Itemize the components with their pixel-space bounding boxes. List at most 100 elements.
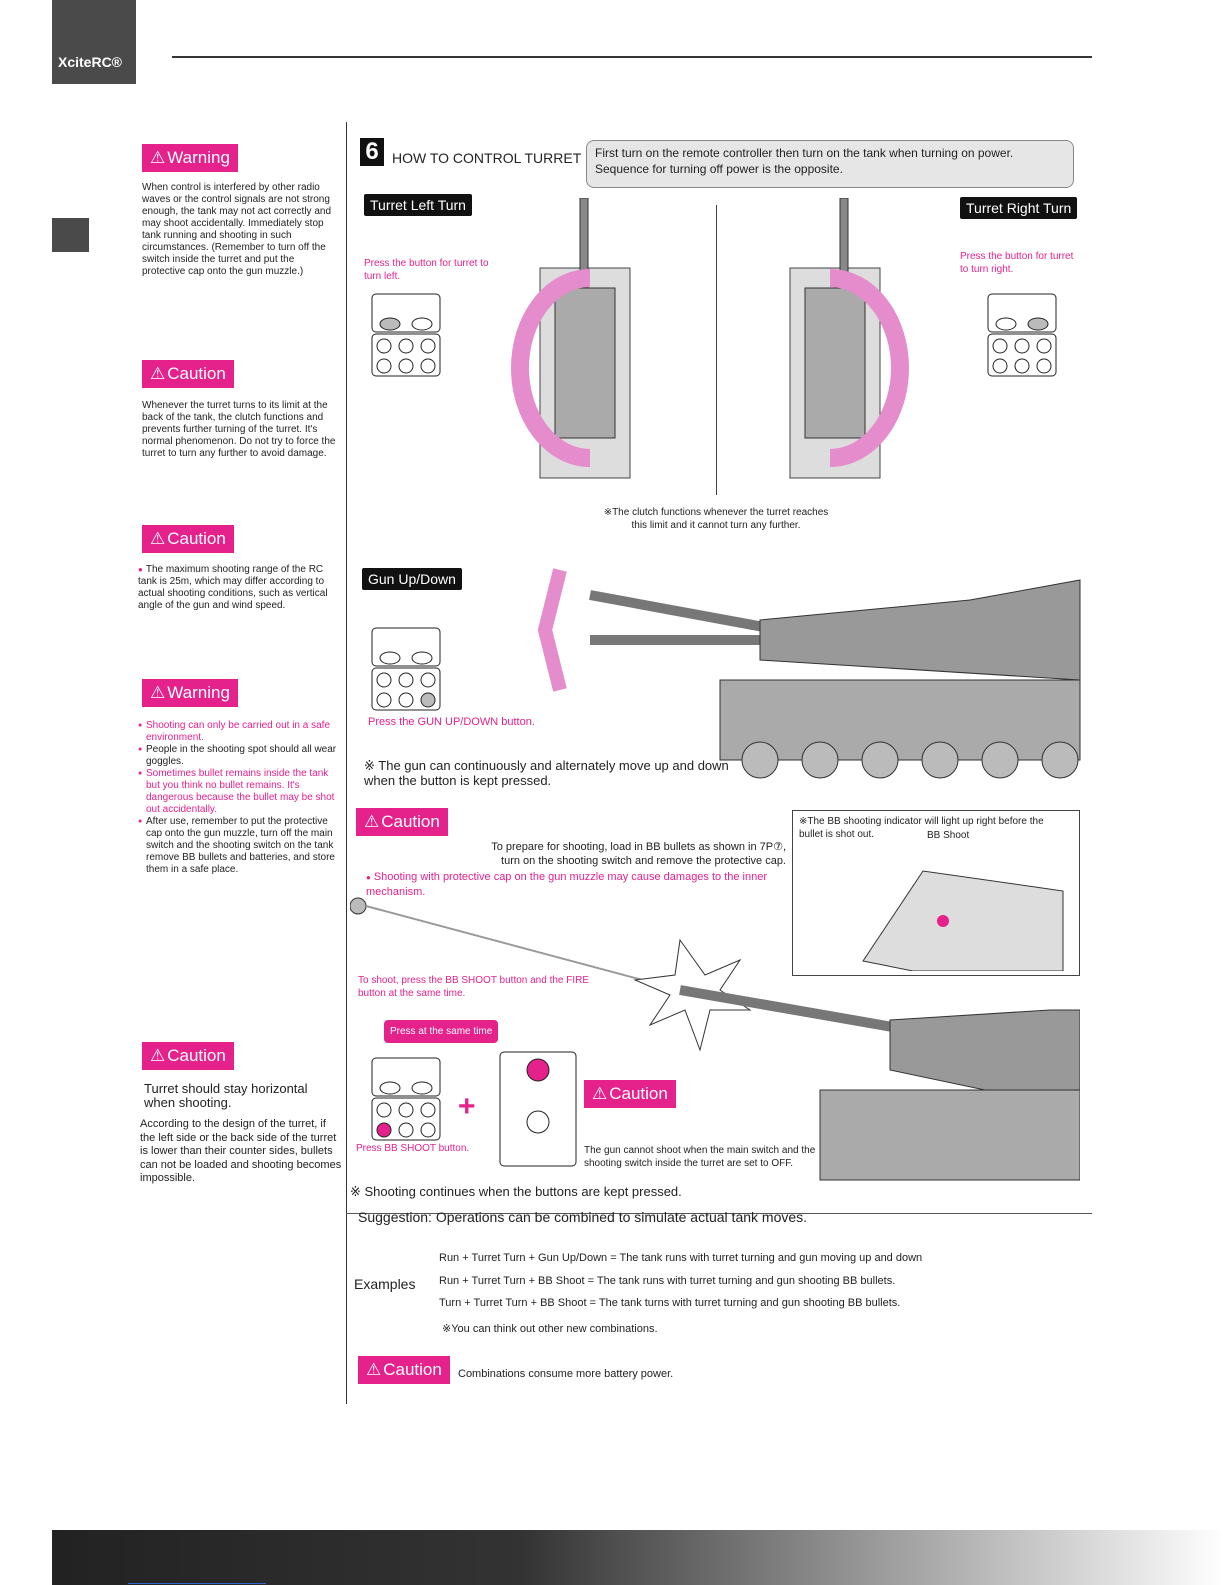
switch-off-note: The gun cannot shoot when the main switc… [584,1145,816,1169]
warning-triangle-icon: ⚠ [150,364,166,383]
examples-label: Examples [354,1276,416,1292]
example-item: Run + Turret Turn + Gun Up/Down = The ta… [439,1252,923,1264]
cap-warning: Shooting with protective cap on the gun … [366,870,788,899]
bb-shoot-button [376,1122,392,1138]
bullet-icon [138,564,146,575]
badge-label: Warning [167,683,230,702]
warning1-badge: ⚠Warning [142,144,238,172]
column-divider [346,122,347,1404]
badge-label: Caution [167,1046,226,1065]
footer-bar [52,1530,1225,1585]
turret-left-label: Turret Left Turn [364,194,472,216]
caution3-heading: Turret should stay horizontal when shoot… [144,1081,308,1110]
turret-side [759,579,1081,681]
warning-triangle-icon: ⚠ [150,1046,166,1065]
remote-buttons-gun [371,627,441,711]
gun-instruction: Press the GUN UP/DOWN button. [368,716,535,728]
turn-divider [716,205,717,495]
rotation-arrow [829,269,909,467]
bb-shoot-indicator-label: BB Shoot [927,830,970,841]
list-item: Sometimes bullet remains inside the tank… [138,768,340,816]
indicator-note: ※The BB shooting indicator will light up… [799,816,1044,840]
warning-triangle-icon: ⚠ [150,683,166,702]
fire-remote [499,1051,577,1167]
list-item: People in the shooting spot should all w… [138,744,340,768]
turret-closeup [862,870,1064,971]
shoot-caution-badge: ⚠Caution [356,808,448,836]
caution2-badge: ⚠Caution [142,525,234,553]
press-bb-label: Press BB SHOOT button. [356,1143,470,1154]
badge-label: Caution [381,812,440,831]
shooting-diagram [350,897,1080,1181]
gun-tank-side-diagram [537,568,1081,779]
cap-warning-text: Shooting with protective cap on the gun … [366,871,768,898]
rotation-arrow [511,269,591,467]
gun-raised [589,590,781,635]
same-time-label: Press at the same time [384,1020,499,1043]
warning2-badge: ⚠Warning [142,679,238,707]
gun-updown-button [420,692,436,708]
brand-name: XciteRC® [58,54,122,70]
shoot-caution2-badge: ⚠Caution [584,1080,676,1108]
warning2-list: Shooting can only be carried out in a sa… [138,720,340,876]
warning-triangle-icon: ⚠ [150,529,166,548]
badge-label: Caution [167,364,226,383]
remote-buttons-right [987,293,1057,377]
power-sequence-note: First turn on the remote controller then… [586,140,1074,188]
warning-triangle-icon: ⚠ [366,1360,382,1379]
shoot-prepare: To prepare for shooting, load in BB bull… [491,841,786,867]
caution2-text: The maximum shooting range of the RC tan… [138,564,338,612]
right-turn-button [1027,317,1049,331]
turret-right-instruction: Press the button for turret to turn righ… [960,251,1074,275]
side-tab [52,218,89,252]
bb-bullet-icon [350,897,367,915]
warning-triangle-icon: ⚠ [592,1084,608,1103]
right-turn-button [411,317,433,331]
gun-updown-label: Gun Up/Down [362,568,462,590]
remote-buttons-shoot [371,1057,441,1141]
step-number: 6 [360,138,384,166]
bullet-icon [366,871,374,883]
brand-logo: XciteRC® [52,0,136,84]
caution3-badge: ⚠Caution [142,1042,234,1070]
continue-note: ※ Shooting continues when the buttons ar… [350,1184,682,1199]
left-turn-button [379,317,401,331]
footer-link[interactable] [128,1583,266,1584]
turret-right-label: Turret Right Turn [960,197,1078,219]
example-item: Turn + Turret Turn + BB Shoot = The tank… [439,1297,901,1309]
gun-continuous-note: ※ The gun can continuously and alternate… [364,758,729,788]
shoot-how: To shoot, press the BB SHOOT button and … [358,975,590,999]
fire-button [526,1058,550,1082]
caution1-badge: ⚠Caution [142,360,234,388]
caution2-body: The maximum shooting range of the RC tan… [138,564,328,611]
step-title: HOW TO CONTROL TURRET [392,150,582,166]
remote-buttons-left [371,293,441,377]
caution1-text: Whenever the turret turns to its limit a… [142,400,336,459]
other-combinations-note: ※You can think out other new combination… [442,1323,658,1335]
header-rule [172,56,1092,58]
left-turn-button [995,317,1017,331]
turret-right-diagram [789,198,909,479]
turret-top [554,287,616,439]
final-caution-text: Combinations consume more battery power. [458,1368,674,1380]
warning-triangle-icon: ⚠ [150,148,166,167]
final-caution-badge: ⚠Caution [358,1356,450,1384]
plus-icon: + [458,1090,476,1123]
bullet-trail [365,905,681,991]
gun-barrel [579,198,589,289]
gun-barrel [679,985,911,1035]
example-item: Run + Turret Turn + BB Shoot = The tank … [439,1275,896,1287]
caution3-text: According to the design of the turret, i… [140,1118,342,1184]
list-item: Shooting can only be carried out in a sa… [138,720,340,744]
updown-arrow [537,568,567,692]
indicator-light-icon [937,915,949,927]
section-rule [346,1213,1092,1214]
badge-label: Caution [609,1084,668,1103]
warning-triangle-icon: ⚠ [364,812,380,831]
list-item: After use, remember to put the protectiv… [138,816,340,876]
indicator-inset: ※The BB shooting indicator will light up… [792,810,1080,976]
clutch-note: ※The clutch functions whenever the turre… [603,507,829,531]
badge-label: Caution [383,1360,442,1379]
turret-left-instruction: Press the button for turret to turn left… [364,258,489,282]
badge-label: Warning [167,148,230,167]
